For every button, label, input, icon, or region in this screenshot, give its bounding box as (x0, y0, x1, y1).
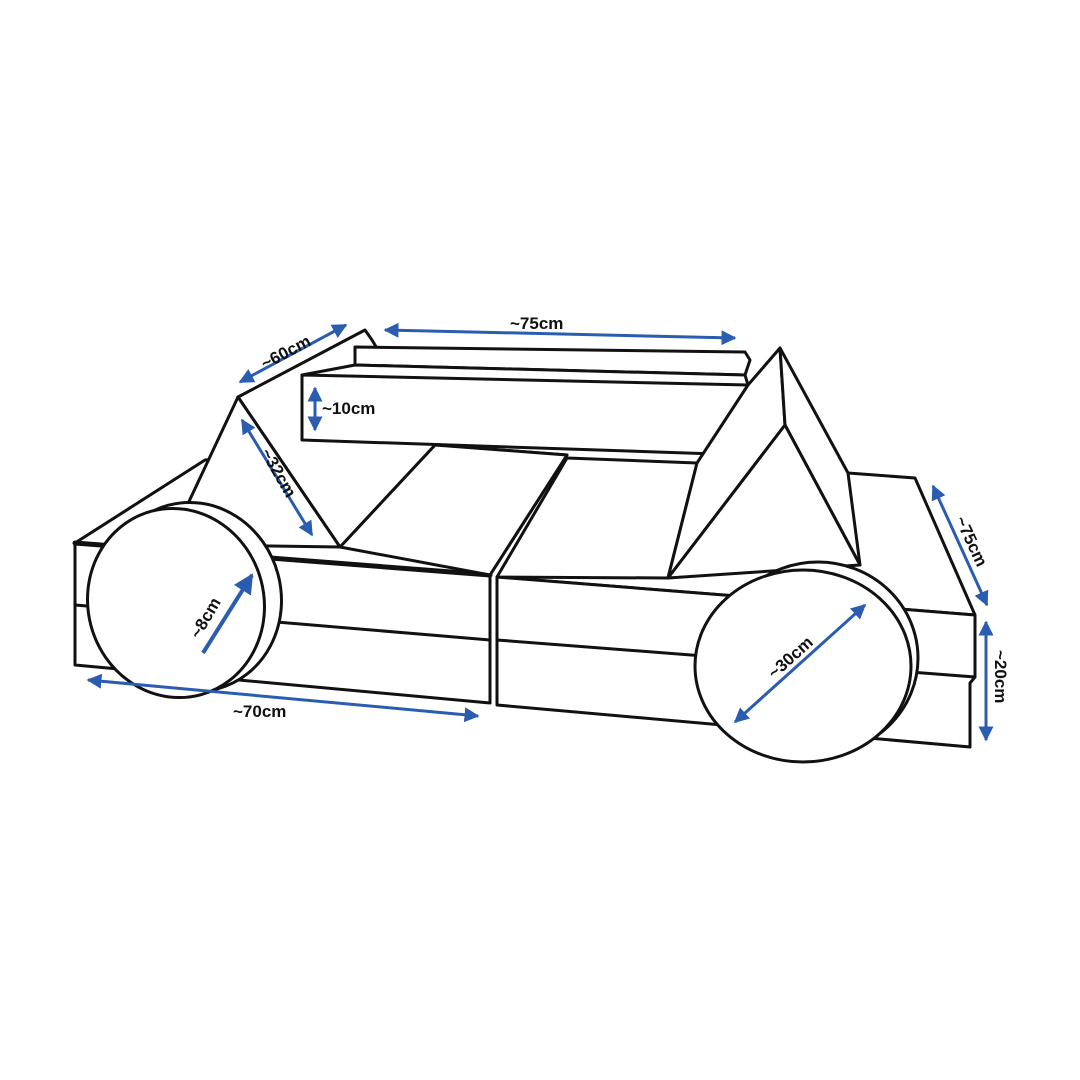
right-wedge (666, 346, 862, 580)
base-depth-arrow (931, 484, 989, 607)
wheel-diameter-arrow (733, 603, 867, 724)
backrest-slabs (300, 345, 752, 457)
backrest-length-arrow (383, 322, 737, 346)
base-height-label: ~20cm (991, 650, 1010, 703)
wedge-height-arrow (240, 418, 314, 537)
dimension-arrows (86, 322, 994, 742)
wheel-thickness-arrow (201, 573, 254, 655)
backrest-height-label: ~10cm (322, 399, 375, 418)
base-length-arrow (86, 673, 480, 723)
wedge-length-arrow (238, 323, 348, 384)
base-length-label: ~70cm (233, 702, 286, 721)
backrest-length-label: ~75cm (510, 314, 563, 333)
